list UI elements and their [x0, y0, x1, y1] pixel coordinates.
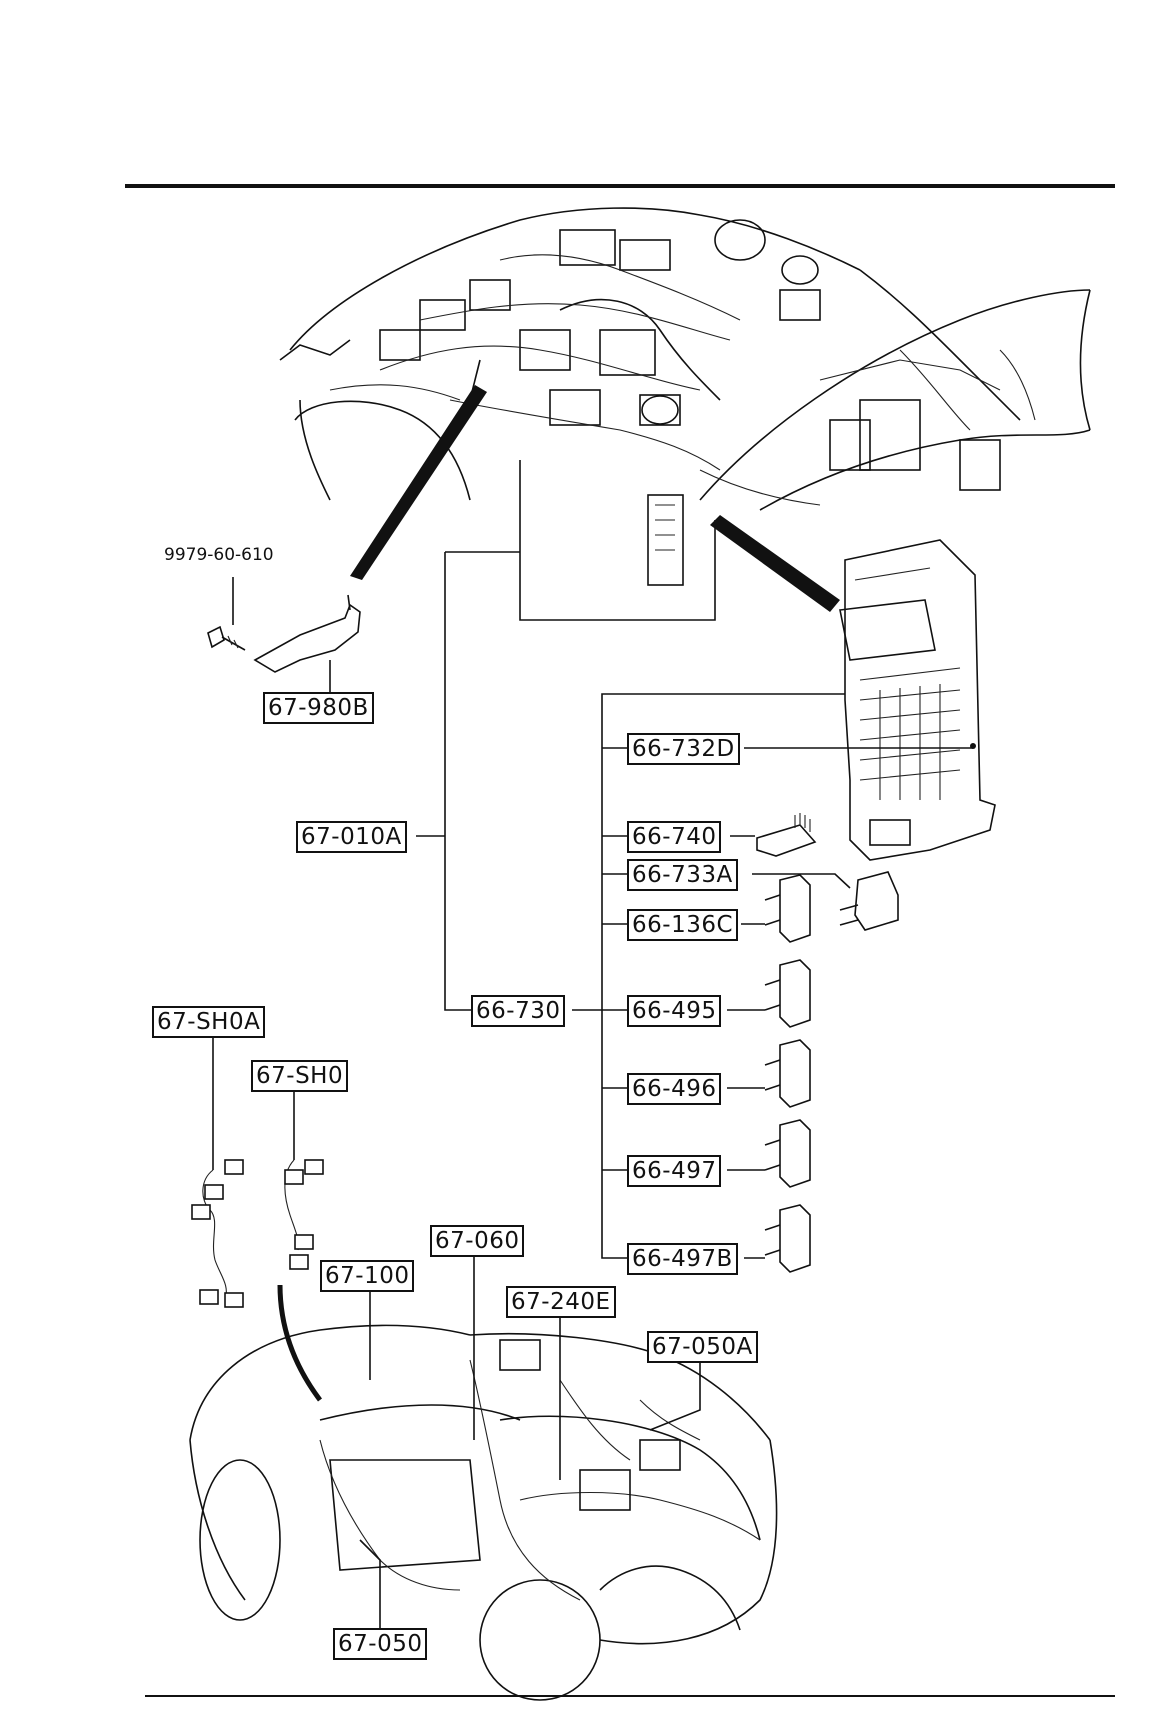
connector-harness-icon: [284, 1092, 324, 1270]
fuse-icon: [764, 959, 811, 1028]
relay-icon: [756, 813, 817, 857]
relay-b-part-number[interactable]: 66-733A: [627, 859, 738, 891]
junction-block-part-number[interactable]: 66-730: [471, 995, 566, 1027]
harness-050a-part-number[interactable]: 67-050A: [647, 1331, 758, 1363]
relay-icon: [839, 871, 899, 931]
fuse-497b-part-number[interactable]: 66-497B: [627, 1243, 738, 1275]
fuse-497-part-number[interactable]: 66-497: [627, 1155, 722, 1187]
engine-bay-wiring-illustration: [279, 207, 1091, 621]
fuse-495-part-number[interactable]: 66-495: [627, 995, 722, 1027]
fuse-icon: [764, 1039, 811, 1108]
bracket-icon: [253, 594, 361, 692]
connector-harness-icon: [191, 1037, 244, 1308]
sub-harness-a-part-number[interactable]: 67-SH0A: [152, 1006, 266, 1038]
relay-a-part-number[interactable]: 66-740: [627, 821, 722, 853]
relay-c-part-number[interactable]: 66-136C: [627, 909, 739, 941]
harness-060-part-number[interactable]: 67-060: [430, 1225, 525, 1257]
fuse-block-illustration: [839, 539, 996, 861]
rear-body-wiring-illustration: [189, 1256, 778, 1701]
front-harness-part-number[interactable]: 67-010A: [296, 821, 407, 853]
harness-100-part-number[interactable]: 67-100: [320, 1260, 415, 1292]
sub-harness-part-number[interactable]: 67-SH0: [251, 1060, 349, 1092]
tree-connectors: [416, 551, 973, 1259]
bolt-icon: [207, 577, 246, 651]
bolt-part-number[interactable]: 9979-60-610: [164, 545, 274, 565]
harness-050-part-number[interactable]: 67-050: [333, 1628, 428, 1660]
fuse-icon: [764, 1204, 811, 1273]
fuse-496-part-number[interactable]: 66-496: [627, 1073, 722, 1105]
fuse-icon: [764, 874, 811, 943]
fuse-icon: [764, 1119, 811, 1188]
harness-240e-part-number[interactable]: 67-240E: [506, 1286, 616, 1318]
jb-cover-part-number[interactable]: 66-732D: [627, 733, 740, 765]
bracket-part-number[interactable]: 67-980B: [263, 692, 374, 724]
